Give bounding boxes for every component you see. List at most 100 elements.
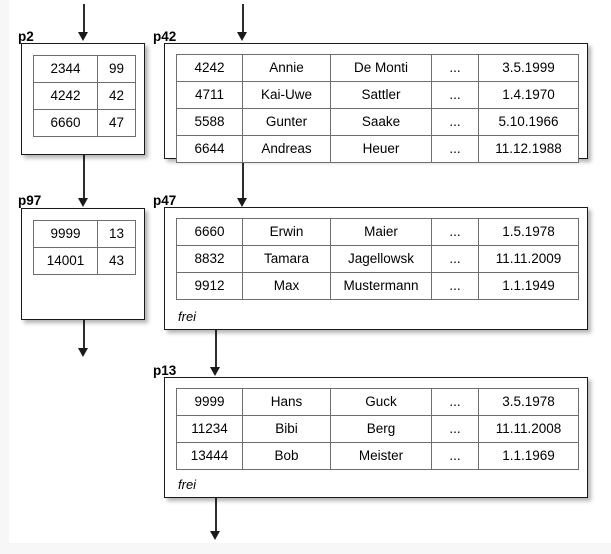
table-p42: 4242 Annie De Monti ... 3.5.1999 4711 Ka… bbox=[176, 54, 579, 163]
table-row[interactable]: 4711 Kai-Uwe Sattler ... 1.4.1970 bbox=[176, 81, 579, 109]
cell-ellipsis: ... bbox=[431, 108, 479, 136]
node-label-p97: p97 bbox=[18, 193, 42, 208]
table-row[interactable]: 9999 Hans Guck ... 3.5.1978 bbox=[176, 388, 579, 416]
cell-date: 11.11.2009 bbox=[478, 245, 579, 273]
arrow-p2-to-p97 bbox=[78, 155, 89, 208]
cell-firstname: Andreas bbox=[242, 135, 331, 163]
arrow-p42-to-p47 bbox=[237, 159, 248, 207]
table-p47: 6660 Erwin Maier ... 1.5.1978 8832 Tamar… bbox=[176, 218, 579, 300]
table-row[interactable]: 4242 Annie De Monti ... 3.5.1999 bbox=[176, 54, 579, 82]
cell-ellipsis: ... bbox=[431, 272, 479, 300]
cell-date: 5.10.1966 bbox=[478, 108, 579, 136]
node-p13[interactable]: 9999 Hans Guck ... 3.5.1978 11234 Bibi B… bbox=[164, 377, 588, 498]
cell-ellipsis: ... bbox=[431, 388, 479, 416]
node-label-p13: p13 bbox=[153, 363, 177, 378]
table-row[interactable]: 5588 Gunter Saake ... 5.10.1966 bbox=[176, 108, 579, 136]
cell-ellipsis: ... bbox=[431, 415, 479, 443]
cell-ellipsis: ... bbox=[431, 218, 479, 246]
table-row[interactable]: 6660 47 bbox=[33, 109, 136, 137]
cell-date: 3.5.1978 bbox=[478, 388, 579, 416]
cell-firstname: Tamara bbox=[242, 245, 331, 273]
table-row[interactable]: 6644 Andreas Heuer ... 11.12.1988 bbox=[176, 135, 579, 163]
cell-ellipsis: ... bbox=[431, 245, 479, 273]
cell-id: 8832 bbox=[176, 245, 243, 273]
table-row[interactable]: 11234 Bibi Berg ... 11.11.2008 bbox=[176, 415, 579, 443]
arrow-into-p2 bbox=[78, 4, 89, 42]
table-row[interactable]: 13444 Bob Meister ... 1.1.1969 bbox=[176, 442, 579, 470]
table-p13: 9999 Hans Guck ... 3.5.1978 11234 Bibi B… bbox=[176, 388, 579, 470]
cell-lastname: Jagellowsk bbox=[330, 245, 432, 273]
cell-date: 1.5.1978 bbox=[478, 218, 579, 246]
table-row[interactable]: 9999 13 bbox=[33, 220, 136, 248]
table-row[interactable]: 14001 43 bbox=[33, 247, 136, 275]
table-row[interactable]: 8832 Tamara Jagellowsk ... 11.11.2009 bbox=[176, 245, 579, 273]
cell-lastname: Meister bbox=[330, 442, 432, 470]
table-row[interactable]: 9912 Max Mustermann ... 1.1.1949 bbox=[176, 272, 579, 300]
cell-id: 6660 bbox=[176, 218, 243, 246]
cell-ellipsis: ... bbox=[431, 54, 479, 82]
arrow-p97-out bbox=[78, 320, 89, 358]
cell-ellipsis: ... bbox=[431, 135, 479, 163]
cell-id: 9999 bbox=[176, 388, 243, 416]
cell-date: 1.1.1969 bbox=[478, 442, 579, 470]
diagram-canvas: p2 2344 99 4242 42 6660 47 p42 bbox=[9, 0, 611, 543]
cell-lastname: Guck bbox=[330, 388, 432, 416]
node-label-p2: p2 bbox=[18, 29, 34, 44]
cell-firstname: Annie bbox=[242, 54, 331, 82]
cell-firstname: Kai-Uwe bbox=[242, 81, 331, 109]
node-p47[interactable]: 6660 Erwin Maier ... 1.5.1978 8832 Tamar… bbox=[164, 207, 588, 330]
node-p97[interactable]: 9999 13 14001 43 bbox=[21, 208, 145, 320]
node-label-p42: p42 bbox=[153, 29, 177, 44]
cell-date: 1.4.1970 bbox=[478, 81, 579, 109]
cell-value: 47 bbox=[97, 109, 136, 137]
cell-value: 13 bbox=[97, 220, 136, 248]
cell-lastname: Sattler bbox=[330, 81, 432, 109]
cell-id: 4242 bbox=[176, 54, 243, 82]
cell-id: 13444 bbox=[176, 442, 243, 470]
cell-lastname: Mustermann bbox=[330, 272, 432, 300]
node-p42[interactable]: 4242 Annie De Monti ... 3.5.1999 4711 Ka… bbox=[164, 43, 588, 163]
arrow-into-p42 bbox=[237, 4, 248, 42]
free-space-label-p47: frei bbox=[178, 309, 197, 324]
cell-id: 9912 bbox=[176, 272, 243, 300]
cell-date: 11.11.2008 bbox=[478, 415, 579, 443]
table-row[interactable]: 4242 42 bbox=[33, 82, 136, 110]
node-label-p47: p47 bbox=[153, 193, 177, 208]
table-row[interactable]: 6660 Erwin Maier ... 1.5.1978 bbox=[176, 218, 579, 246]
cell-lastname: Heuer bbox=[330, 135, 432, 163]
cell-key: 14001 bbox=[33, 247, 98, 275]
table-p2: 2344 99 4242 42 6660 47 bbox=[33, 55, 136, 137]
cell-key: 2344 bbox=[33, 55, 98, 83]
cell-lastname: Berg bbox=[330, 415, 432, 443]
table-row[interactable]: 2344 99 bbox=[33, 55, 136, 83]
cell-ellipsis: ... bbox=[431, 81, 479, 109]
cell-date: 3.5.1999 bbox=[478, 54, 579, 82]
cell-ellipsis: ... bbox=[431, 442, 479, 470]
free-space-label-p13: frei bbox=[178, 477, 197, 492]
cell-lastname: Saake bbox=[330, 108, 432, 136]
cell-id: 5588 bbox=[176, 108, 243, 136]
cell-firstname: Hans bbox=[242, 388, 331, 416]
arrow-p47-to-p13 bbox=[210, 330, 221, 377]
cell-key: 6660 bbox=[33, 109, 98, 137]
cell-date: 11.12.1988 bbox=[478, 135, 579, 163]
cell-value: 99 bbox=[97, 55, 136, 83]
cell-lastname: De Monti bbox=[330, 54, 432, 82]
cell-value: 43 bbox=[97, 247, 136, 275]
cell-date: 1.1.1949 bbox=[478, 272, 579, 300]
cell-key: 4242 bbox=[33, 82, 98, 110]
node-p2[interactable]: 2344 99 4242 42 6660 47 bbox=[21, 43, 145, 155]
arrow-p13-out bbox=[210, 498, 221, 542]
cell-id: 6644 bbox=[176, 135, 243, 163]
cell-value: 42 bbox=[97, 82, 136, 110]
cell-firstname: Erwin bbox=[242, 218, 331, 246]
cell-id: 4711 bbox=[176, 81, 243, 109]
cell-firstname: Max bbox=[242, 272, 331, 300]
cell-key: 9999 bbox=[33, 220, 98, 248]
cell-firstname: Bob bbox=[242, 442, 331, 470]
cell-firstname: Gunter bbox=[242, 108, 331, 136]
cell-id: 11234 bbox=[176, 415, 243, 443]
cell-lastname: Maier bbox=[330, 218, 432, 246]
table-p97: 9999 13 14001 43 bbox=[33, 220, 136, 275]
cell-firstname: Bibi bbox=[242, 415, 331, 443]
